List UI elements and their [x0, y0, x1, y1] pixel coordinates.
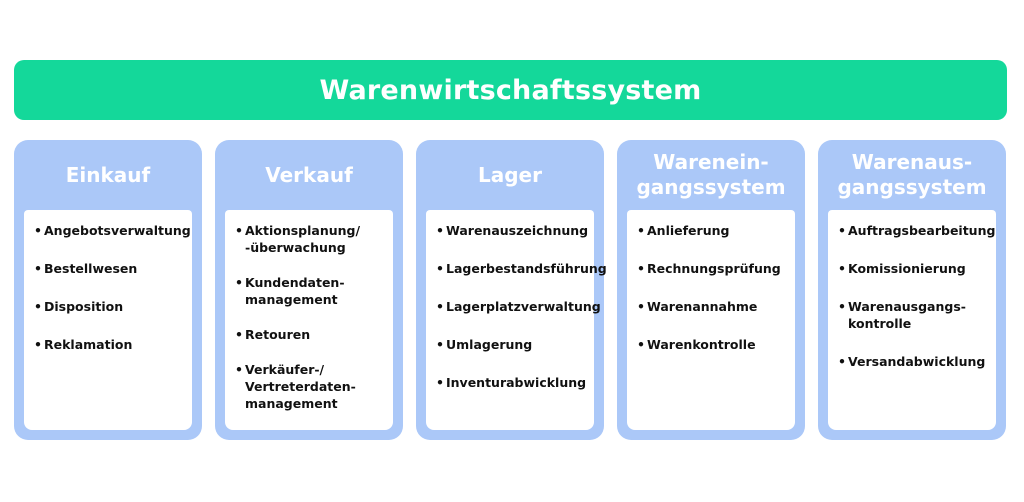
item-list: Aktionsplanung/ -überwachung Kundendaten… [235, 222, 393, 412]
list-item: Warenkontrolle [637, 336, 795, 353]
column-title: Verkauf [265, 162, 353, 187]
list-item: Rechnungsprüfung [637, 260, 795, 277]
column-header: Lager [416, 140, 604, 210]
list-item: Bestellwesen [34, 260, 192, 277]
column-body: Anlieferung Rechnungsprüfung Warenannahm… [627, 210, 795, 430]
column-header: Warenein- gangssystem [617, 140, 805, 210]
list-item: Auftragsbearbeitung [838, 222, 996, 239]
column-title: Lager [478, 162, 542, 187]
list-item: Warenausgangs- kontrolle [838, 298, 996, 332]
column-card-warenausgangssystem: Warenaus- gangssystem Auftragsbearbeitun… [818, 140, 1006, 440]
column-card-verkauf: Verkauf Aktionsplanung/ -überwachung Kun… [215, 140, 403, 440]
column-body: Angebotsverwaltung Bestellwesen Disposit… [24, 210, 192, 430]
list-item: Retouren [235, 326, 393, 343]
column-card-wareneingangssystem: Warenein- gangssystem Anlieferung Rechnu… [617, 140, 805, 440]
column-title: Warenein- gangssystem [636, 150, 786, 199]
list-item: Kundendaten- management [235, 274, 393, 308]
column-header: Einkauf [14, 140, 202, 210]
column-title: Warenaus- gangssystem [837, 150, 987, 199]
list-item: Lagerbestandsführung [436, 260, 607, 277]
system-title-banner: Warenwirtschaftssystem [14, 60, 1007, 120]
column-body: Auftragsbearbeitung Komissionierung Ware… [828, 210, 996, 430]
list-item: Aktionsplanung/ -überwachung [235, 222, 393, 256]
list-item: Lagerplatzverwaltung [436, 298, 601, 315]
list-item: Inventurabwicklung [436, 374, 594, 391]
list-item: Verkäufer-/ Vertreterdaten- management [235, 361, 393, 412]
list-item: Warenauszeichnung [436, 222, 594, 239]
list-item: Versandabwicklung [838, 353, 996, 370]
item-list: Angebotsverwaltung Bestellwesen Disposit… [34, 222, 192, 353]
item-list: Warenauszeichnung Lagerbestandsführung L… [436, 222, 607, 391]
list-item: Warenannahme [637, 298, 795, 315]
column-header: Verkauf [215, 140, 403, 210]
column-header: Warenaus- gangssystem [818, 140, 1006, 210]
item-list: Anlieferung Rechnungsprüfung Warenannahm… [637, 222, 795, 353]
list-item: Disposition [34, 298, 192, 315]
list-item: Angebotsverwaltung [34, 222, 192, 239]
system-title: Warenwirtschaftssystem [319, 74, 702, 106]
column-card-lager: Lager Warenauszeichnung Lagerbestandsfüh… [416, 140, 607, 440]
item-list: Auftragsbearbeitung Komissionierung Ware… [838, 222, 996, 370]
list-item: Reklamation [34, 336, 192, 353]
column-title: Einkauf [65, 162, 151, 187]
list-item: Anlieferung [637, 222, 795, 239]
list-item: Umlagerung [436, 336, 594, 353]
list-item: Komissionierung [838, 260, 996, 277]
column-body: Warenauszeichnung Lagerbestandsführung L… [426, 210, 607, 430]
column-body: Aktionsplanung/ -überwachung Kundendaten… [225, 210, 393, 430]
column-card-einkauf: Einkauf Angebotsverwaltung Bestellwesen … [14, 140, 202, 440]
